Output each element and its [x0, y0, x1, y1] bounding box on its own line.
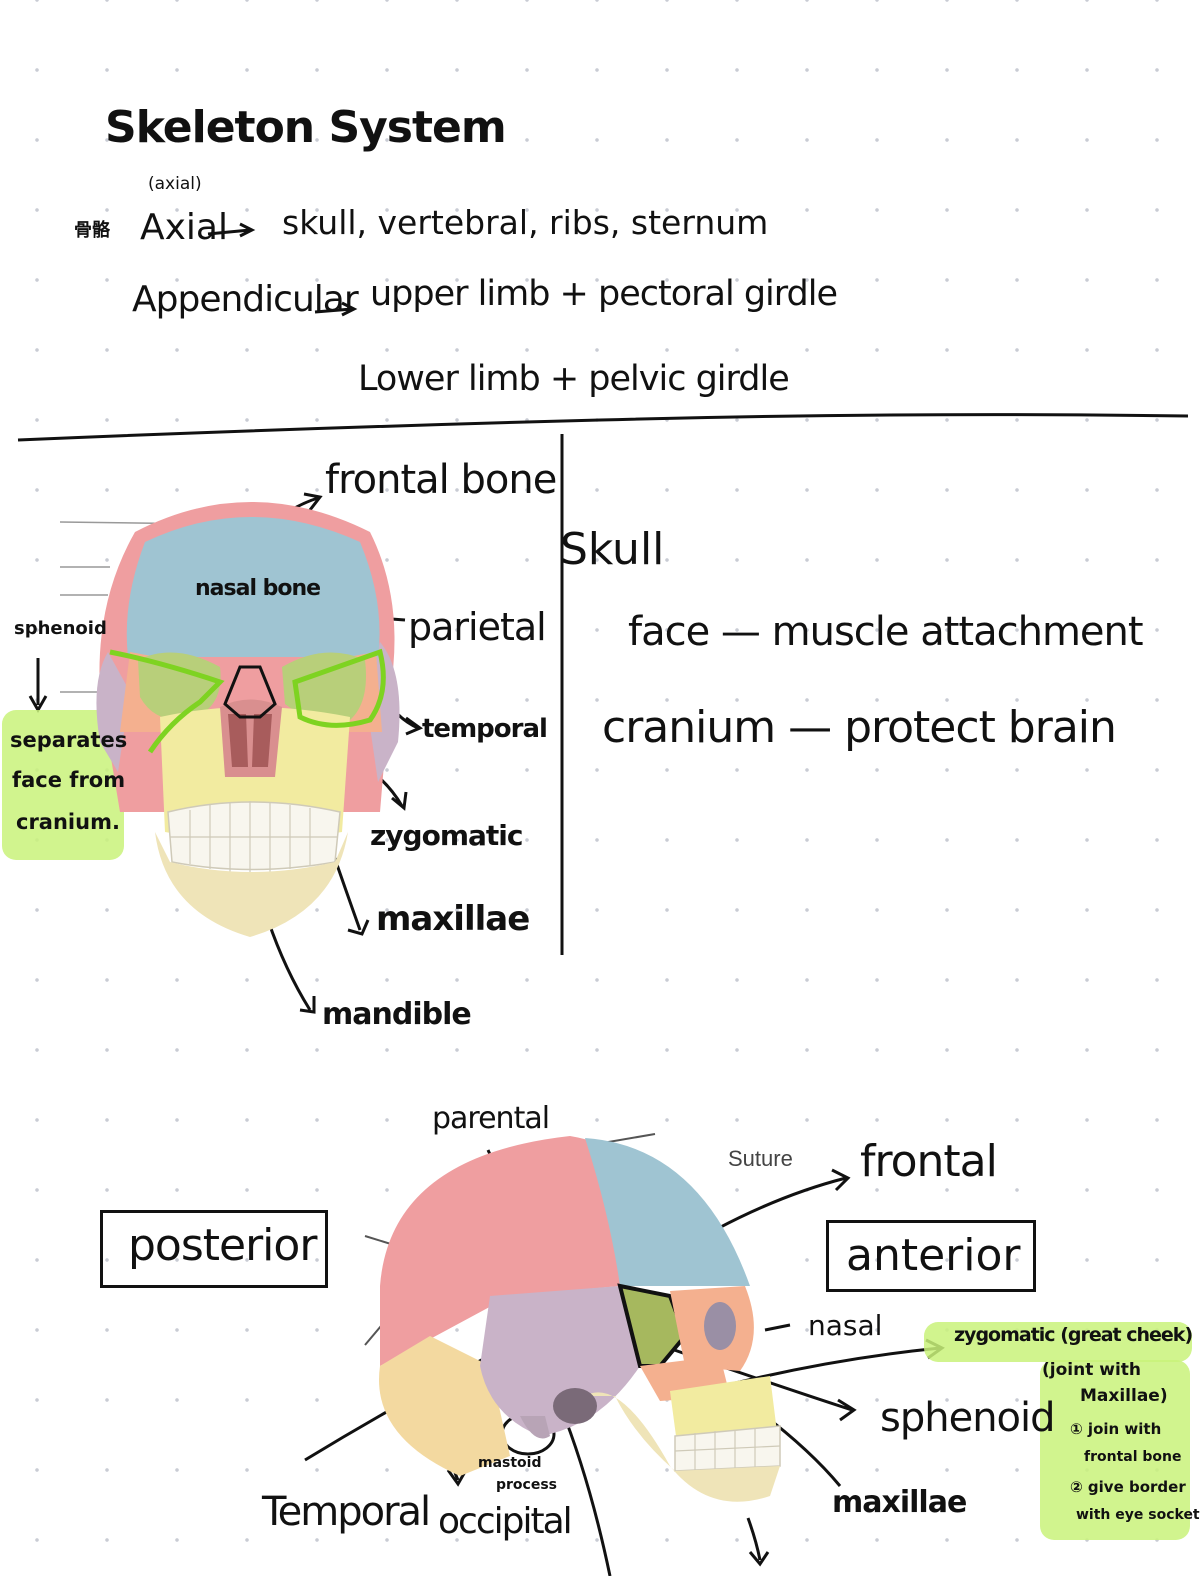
axial-prefix: 骨骼 — [74, 220, 110, 241]
axial-parts: skull, vertebral, ribs, sternum — [282, 203, 769, 242]
label-mandible: mandible — [322, 997, 472, 1032]
label-lateral-temporal: Temporal — [262, 1489, 431, 1535]
label-lateral-occipital: occipital — [438, 1501, 573, 1542]
label-posterior: posterior — [128, 1220, 317, 1271]
zygomatic-note-line-6: with eye socket — [1076, 1507, 1200, 1523]
zygomatic-note-line-5: ② give border — [1070, 1478, 1186, 1496]
label-anterior: anterior — [846, 1230, 1021, 1281]
zygomatic-note-line-1: (joint with — [1042, 1360, 1142, 1380]
label-mastoid-process: process — [496, 1477, 558, 1493]
label-mastoid: mastoid — [478, 1455, 542, 1471]
zygomatic-detail-highlight — [1040, 1360, 1190, 1540]
label-parietal: parietal — [408, 605, 547, 649]
appendicular-parts-1: upper limb + pectoral girdle — [370, 274, 838, 314]
appendicular-term: Appendicular — [132, 279, 359, 320]
appendicular-parts-2: Lower limb + pelvic girdle — [358, 359, 790, 399]
label-lateral-zygomatic: zygomatic (great cheek) — [954, 1324, 1193, 1346]
lateral-skull-illustration — [379, 1136, 781, 1502]
label-lateral-frontal: frontal — [860, 1136, 998, 1187]
anterior-box — [826, 1220, 1036, 1292]
page-title: Skeleton System — [105, 102, 507, 153]
label-frontal-bone: frontal bone — [325, 457, 557, 503]
skull-cranium-note: cranium — protect brain — [602, 702, 1117, 753]
axial-note: (axial) — [148, 174, 202, 194]
label-sphenoid: sphenoid — [14, 618, 107, 639]
label-nasal-bone: nasal bone — [195, 576, 321, 601]
zygomatic-note-line-2: Maxillae) — [1080, 1386, 1168, 1406]
zygomatic-note-line-4: frontal bone — [1084, 1449, 1182, 1465]
sphenoid-note-line-1: separates — [10, 728, 128, 752]
skull-face-note: face — muscle attachment — [628, 609, 1144, 655]
label-lateral-nasal: nasal — [808, 1309, 883, 1342]
zygomatic-note-line-3: ① join with — [1070, 1420, 1162, 1438]
axial-term: Axial — [140, 207, 228, 248]
zygomatic-note-highlight — [924, 1322, 1192, 1362]
front-skull-illustration — [60, 502, 400, 937]
label-lateral-parietal: parental — [432, 1101, 550, 1136]
label-suture: Suture — [728, 1146, 793, 1171]
label-lateral-maxillae: maxillae — [832, 1485, 967, 1520]
sphenoid-note-line-2: face from — [12, 768, 126, 792]
label-maxillae: maxillae — [376, 899, 530, 939]
posterior-box — [100, 1210, 328, 1288]
label-temporal: temporal — [422, 714, 548, 744]
skull-heading: Skull — [560, 524, 665, 575]
sphenoid-note-line-3: cranium. — [16, 810, 120, 834]
label-zygomatic: zygomatic — [370, 819, 523, 852]
label-lateral-sphenoid: sphenoid — [880, 1395, 1056, 1441]
